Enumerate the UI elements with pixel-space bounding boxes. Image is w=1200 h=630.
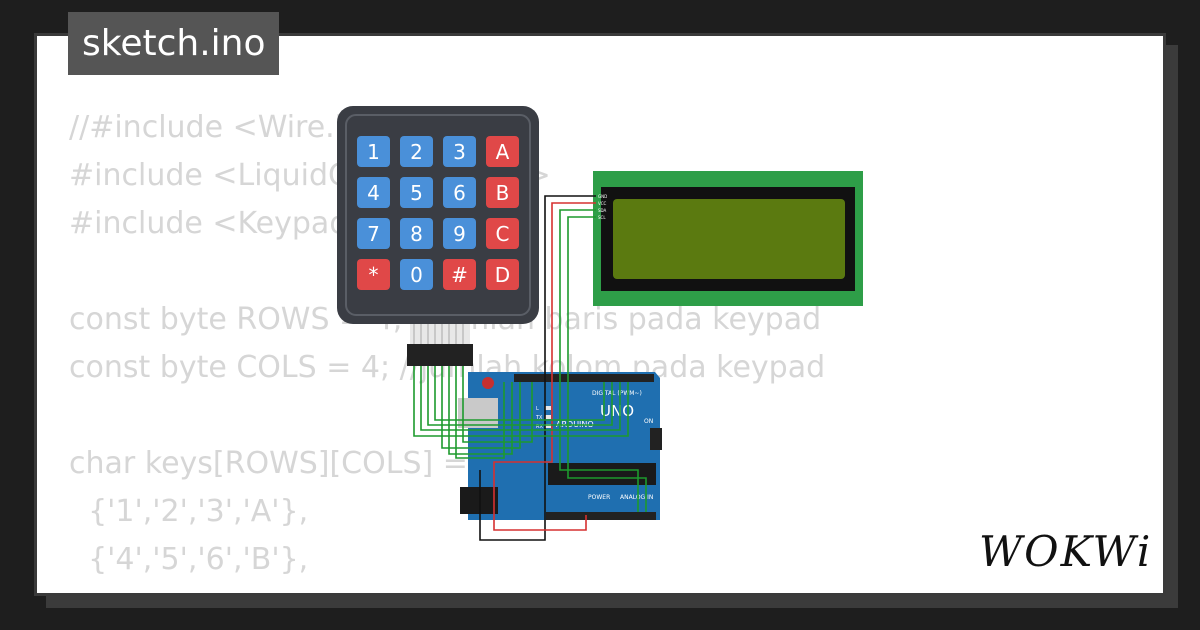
key-label: A bbox=[496, 140, 510, 164]
status-led bbox=[545, 424, 551, 428]
lcd-pin-label: SCL bbox=[598, 215, 606, 220]
key-face bbox=[400, 218, 433, 249]
arduino-model: UNO bbox=[600, 402, 634, 420]
keypad-key-9[interactable]: 9 bbox=[443, 218, 476, 249]
wire-col-2 bbox=[448, 366, 513, 455]
key-face bbox=[400, 259, 433, 290]
wokwi-logo: WOKWi bbox=[979, 527, 1152, 576]
lcd-pin-label: GND bbox=[598, 194, 607, 199]
key-face bbox=[357, 136, 390, 167]
keypad-key-B[interactable]: B bbox=[486, 177, 519, 208]
key-face bbox=[400, 177, 433, 208]
key-face bbox=[400, 136, 433, 167]
keypad-key-8[interactable]: 8 bbox=[400, 218, 433, 249]
power-analog-header bbox=[546, 512, 656, 520]
key-face bbox=[443, 259, 476, 290]
code-line: {'7','8','9','C'}, bbox=[69, 590, 309, 593]
key-label: 6 bbox=[453, 181, 466, 205]
keypad-key-0[interactable]: 0 bbox=[400, 259, 433, 290]
key-label: 5 bbox=[410, 181, 423, 205]
status-led bbox=[545, 415, 551, 419]
digital-label: DIGITAL (PWM~) bbox=[592, 390, 642, 397]
status-led bbox=[545, 406, 551, 410]
wire-col-1 bbox=[441, 366, 521, 449]
key-face bbox=[443, 177, 476, 208]
key-label: 7 bbox=[367, 222, 380, 246]
key-face bbox=[486, 177, 519, 208]
key-label: 2 bbox=[410, 140, 423, 164]
key-face bbox=[443, 136, 476, 167]
keypad-key-A[interactable]: A bbox=[486, 136, 519, 167]
key-label: C bbox=[496, 222, 510, 246]
lcd-screen bbox=[613, 199, 845, 279]
key-label: 8 bbox=[410, 222, 423, 246]
led-label: RX bbox=[536, 424, 543, 430]
key-label: # bbox=[451, 263, 468, 287]
lcd-pin-label: SDA bbox=[598, 208, 607, 213]
on-label: ON bbox=[644, 418, 653, 425]
key-face bbox=[486, 136, 519, 167]
keypad-key-*[interactable]: * bbox=[357, 259, 390, 290]
atmega-chip bbox=[548, 463, 656, 485]
keypad-key-#[interactable]: # bbox=[443, 259, 476, 290]
wokwi-logo-text: WOKWi bbox=[979, 527, 1152, 576]
led-label: TX bbox=[535, 415, 543, 421]
wire-col-3 bbox=[455, 366, 505, 459]
file-name-tab[interactable]: sketch.ino bbox=[68, 12, 280, 75]
keypad-key-D[interactable]: D bbox=[486, 259, 519, 290]
key-face bbox=[357, 259, 390, 290]
key-face bbox=[443, 218, 476, 249]
analog-label: ANALOG IN bbox=[620, 494, 653, 501]
key-label: 0 bbox=[410, 263, 423, 287]
key-face bbox=[357, 177, 390, 208]
key-label: B bbox=[496, 181, 510, 205]
icsp-header bbox=[650, 428, 662, 450]
key-label: 4 bbox=[367, 181, 380, 205]
keypad-key-2[interactable]: 2 bbox=[400, 136, 433, 167]
keypad[interactable]: 1 2 3 A 4 5 6 B 7 8 9 C * 0 # D bbox=[337, 106, 539, 366]
usb-port bbox=[458, 398, 498, 428]
keypad-ribbon bbox=[407, 324, 473, 366]
keypad-key-7[interactable]: 7 bbox=[357, 218, 390, 249]
digital-header bbox=[514, 374, 654, 382]
code-line: {'1','2','3','A'}, bbox=[69, 494, 309, 529]
wire-scl bbox=[567, 216, 647, 512]
lcd-display[interactable]: GND VCC SDA SCL bbox=[593, 171, 863, 306]
wires bbox=[413, 195, 647, 541]
code-line: char keys[ROWS][COLS] = { bbox=[69, 446, 497, 481]
keypad-keys: 1 2 3 A 4 5 6 B 7 8 9 C * 0 # D bbox=[357, 136, 519, 290]
key-face bbox=[486, 218, 519, 249]
key-label: 1 bbox=[367, 140, 380, 164]
keypad-key-3[interactable]: 3 bbox=[443, 136, 476, 167]
wire-vcc bbox=[493, 202, 596, 531]
power-label: POWER bbox=[588, 494, 610, 501]
keypad-bezel bbox=[345, 114, 531, 316]
keypad-key-4[interactable]: 4 bbox=[357, 177, 390, 208]
key-label: 9 bbox=[453, 222, 466, 246]
key-label: 3 bbox=[453, 140, 466, 164]
key-label: D bbox=[495, 263, 510, 287]
power-jack bbox=[460, 487, 498, 514]
wire-row-1 bbox=[413, 366, 629, 437]
key-label: * bbox=[369, 263, 379, 287]
keypad-key-C[interactable]: C bbox=[486, 218, 519, 249]
status-leds: L TX RX bbox=[535, 406, 551, 430]
reset-button[interactable] bbox=[482, 377, 494, 389]
lcd-pin-label: VCC bbox=[598, 201, 607, 206]
wire-col-4 bbox=[462, 366, 533, 443]
keypad-key-1[interactable]: 1 bbox=[357, 136, 390, 167]
key-face bbox=[357, 218, 390, 249]
code-line: {'4','5','6','B'}, bbox=[69, 542, 309, 577]
key-face bbox=[486, 259, 519, 290]
keypad-key-5[interactable]: 5 bbox=[400, 177, 433, 208]
lcd-pins: GND VCC SDA SCL bbox=[598, 194, 607, 220]
wire-gnd bbox=[479, 195, 596, 541]
led-label: L bbox=[536, 406, 539, 412]
keypad-key-6[interactable]: 6 bbox=[443, 177, 476, 208]
wire-sda bbox=[559, 209, 639, 512]
